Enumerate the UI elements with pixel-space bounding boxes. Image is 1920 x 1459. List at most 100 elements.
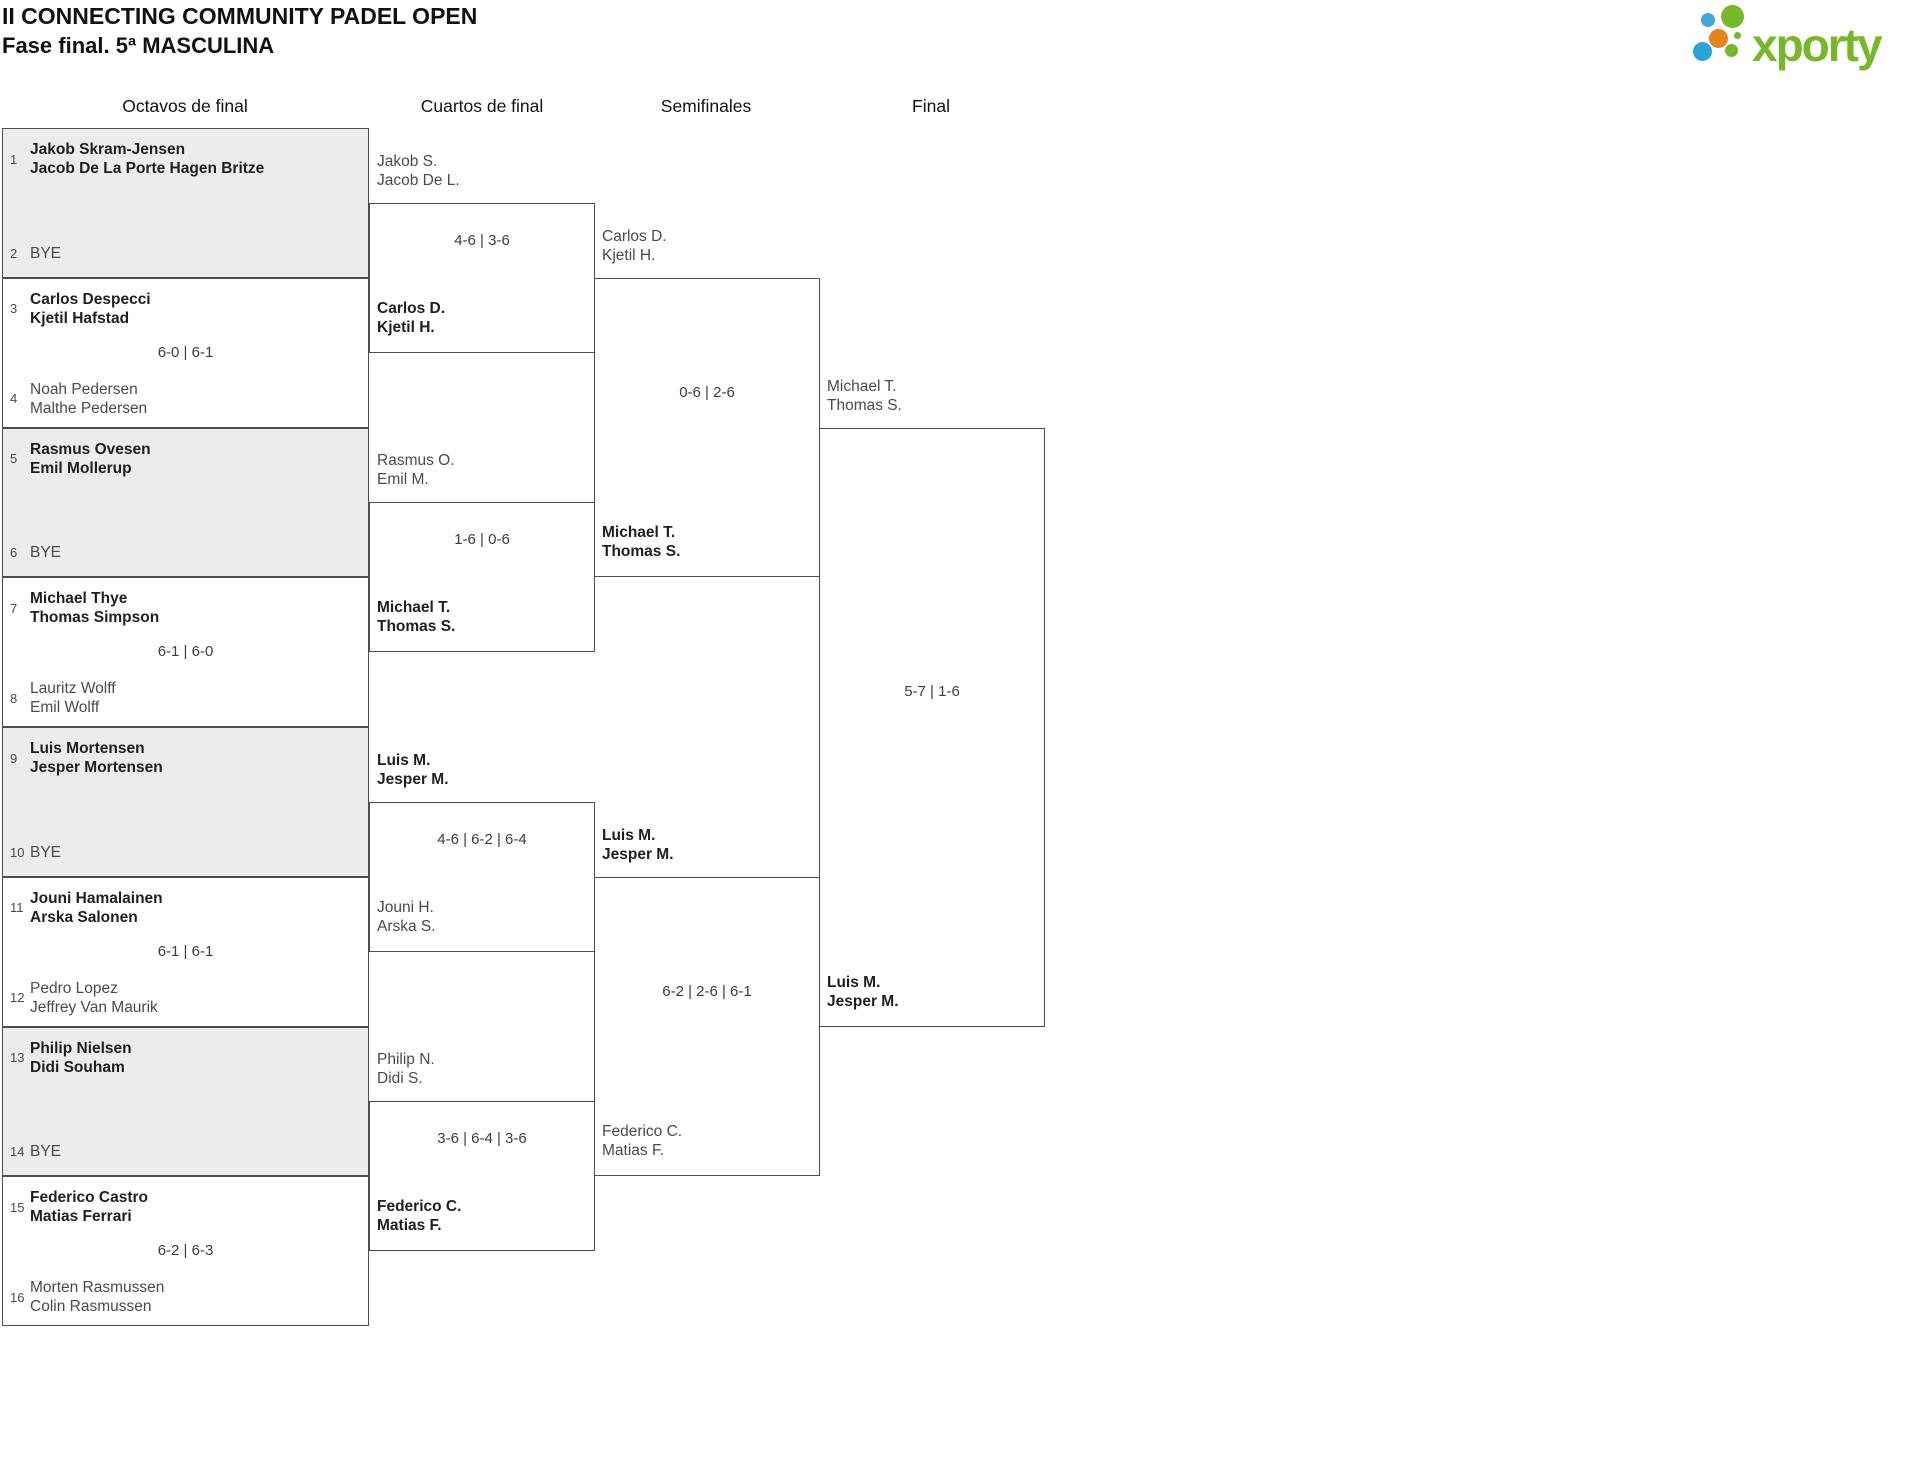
logo-dot-green-tiny (1734, 32, 1741, 39)
match-score: 4-6 | 6-2 | 6-4 (437, 830, 527, 848)
match-score: 5-7 | 1-6 (904, 682, 960, 700)
seed-number: 4 (10, 391, 18, 406)
sf-match-1: Carlos D.Kjetil H. 0-6 | 2-6 Michael T.T… (594, 228, 820, 578)
seed-number: 13 (10, 1050, 25, 1065)
round-header-cuartos: Cuartos de final (420, 96, 544, 116)
seed-number: 2 (10, 245, 18, 261)
qf-match-1: Jakob S.Jacob De L. 4-6 | 3-6 Carlos D.K… (369, 153, 595, 353)
match-score: 6-0 | 6-1 (157, 343, 214, 361)
match-slot: 6 BYE (10, 543, 362, 562)
qf-match-3: Luis M.Jesper M. 4-6 | 6-2 | 6-4 Jouni H… (369, 752, 595, 952)
match-score: 0-6 | 2-6 (679, 383, 735, 401)
seed-number: 10 (10, 844, 25, 860)
bye-label: BYE (30, 1143, 62, 1161)
participant-names: Federico C.Matias F. (377, 1198, 462, 1235)
seed-number: 14 (10, 1144, 25, 1160)
bye-label: BYE (30, 244, 62, 262)
logo-dot-blue-large (1693, 42, 1712, 61)
xporty-logo: xporty (1690, 4, 1918, 82)
match-slot: 2 BYE (10, 244, 362, 263)
bye-label: BYE (30, 544, 62, 562)
seed-number: 12 (10, 990, 25, 1005)
tournament-title: II CONNECTING COMMUNITY PADEL OPEN (2, 3, 478, 29)
seed-number: 9 (10, 750, 18, 766)
match-slot: 10 BYE (10, 843, 362, 862)
participant-names: Jakob S.Jacob De L. (377, 152, 460, 189)
participant-names: Carlos D.Kjetil H. (602, 227, 667, 264)
round-header-final: Final (912, 96, 950, 116)
seed-number: 7 (10, 600, 18, 616)
match-score: 3-6 | 6-4 | 3-6 (437, 1130, 527, 1148)
match-score: 6-2 | 6-3 (157, 1242, 214, 1260)
sf-match-2: Luis M.Jesper M. 6-2 | 2-6 | 6-1 Federic… (594, 827, 820, 1177)
logo-dot-green-large (1721, 5, 1744, 28)
seed-number: 6 (10, 545, 18, 561)
match-score: 6-1 | 6-0 (157, 643, 214, 661)
participant-names: Luis M.Jesper M. (602, 826, 674, 863)
participant-names: Michael T.Thomas S. (377, 599, 456, 636)
qf-match-2: Rasmus O.Emil M. 1-6 | 0-6 Michael T.Tho… (369, 452, 595, 653)
match-score: 1-6 | 0-6 (454, 531, 510, 549)
participant-names: Jouni H.Arska S. (377, 898, 436, 935)
logo-dot-blue-small (1701, 13, 1715, 27)
logo-wordmark: xporty (1752, 19, 1883, 71)
participant-names: Michael T.Thomas S. (827, 377, 902, 414)
seed-number: 3 (10, 301, 18, 317)
qf-match-4: Philip N.Didi S. 3-6 | 6-4 | 3-6 Federic… (369, 1051, 595, 1252)
participant-names: Michael T.Thomas S. (602, 524, 681, 561)
logo-dot-orange (1709, 29, 1728, 48)
participant-names: Rasmus O.Emil M. (377, 452, 455, 489)
seed-number: 1 (10, 151, 18, 167)
seed-number: 11 (10, 900, 24, 916)
participant-names: Carlos D.Kjetil H. (377, 299, 446, 336)
logo-dot-green-small (1725, 44, 1738, 57)
seed-number: 16 (10, 1289, 25, 1305)
match-score: 6-1 | 6-1 (157, 942, 214, 960)
match-score: 4-6 | 3-6 (454, 231, 510, 249)
seed-number: 8 (10, 690, 18, 706)
bye-label: BYE (30, 843, 62, 861)
participant-names: Philip N.Didi S. (377, 1051, 435, 1088)
category-subtitle: Fase final. 5ª MASCULINA (2, 33, 275, 58)
participant-names: Luis M.Jesper M. (377, 751, 449, 788)
final-match: Michael T.Thomas S. 5-7 | 1-6 Luis M.Jes… (819, 378, 1045, 1027)
seed-number: 15 (10, 1199, 25, 1215)
participant-names: Federico C.Matias F. (602, 1123, 683, 1160)
seed-number: 5 (10, 451, 18, 466)
page-header: II CONNECTING COMMUNITY PADEL OPEN Fase … (2, 2, 477, 60)
match-slot: 14 BYE (10, 1142, 362, 1161)
round-header-octavos: Octavos de final (122, 96, 248, 116)
